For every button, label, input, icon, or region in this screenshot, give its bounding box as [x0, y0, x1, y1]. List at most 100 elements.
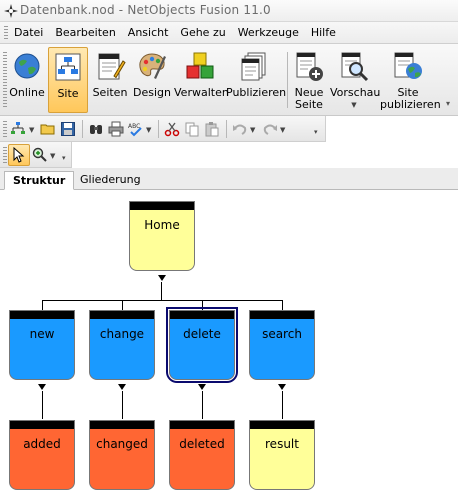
binoculars-icon[interactable] [88, 121, 104, 137]
expand-triangle-icon[interactable] [278, 384, 286, 390]
verwalten-button[interactable]: Verwalten [174, 47, 229, 113]
pointer-arrow-icon[interactable] [11, 147, 27, 163]
connector-line [282, 391, 283, 419]
page-node-changed[interactable]: changed [89, 420, 155, 490]
seiten-label: Seiten [92, 86, 128, 99]
connector-line [161, 282, 162, 300]
connector-line [42, 391, 43, 419]
paste-icon[interactable] [204, 121, 220, 137]
window-title: Datenbank.nod - NetObjects Fusion 11.0 [20, 3, 271, 17]
menubar-grip[interactable] [4, 25, 8, 40]
page-node-name: changed [96, 437, 148, 451]
connector-line [122, 300, 123, 310]
page-node-name: result [265, 437, 299, 451]
page-node-name: delete [183, 327, 221, 341]
page-node-name: change [99, 327, 145, 341]
neue-seite-button[interactable]: Neue Seite [292, 47, 326, 113]
menu-hilfe[interactable]: Hilfe [310, 26, 336, 39]
cut-icon[interactable] [164, 121, 180, 137]
site-structure-icon [52, 51, 84, 83]
publizieren-button[interactable]: Publizieren [226, 47, 287, 113]
palette-icon [136, 50, 168, 82]
vorschau-label: Vorschau [330, 86, 381, 99]
toolbar-separator [287, 52, 288, 108]
tab-gliederung[interactable]: Gliederung [80, 173, 141, 186]
site-button[interactable]: Site [48, 47, 88, 113]
page-node-result[interactable]: result [249, 420, 315, 490]
tools-toolbar-overflow[interactable]: ▾ [62, 154, 66, 162]
toolbar-overflow-arrow[interactable]: ▾ [446, 99, 451, 108]
online-button[interactable]: Online [8, 47, 46, 113]
standard-toolbar-grip[interactable] [3, 121, 7, 137]
menu-gehe-zu[interactable]: Gehe zu [180, 26, 226, 39]
page-node-delete[interactable]: delete [166, 307, 238, 383]
menu-bar: Datei Bearbeiten Ansicht Gehe zu Werkzeu… [0, 22, 458, 44]
vorschau-dropdown-arrow[interactable]: ▼ [351, 101, 357, 109]
expand-triangle-icon[interactable] [158, 275, 166, 281]
page-node-deleted[interactable]: deleted [169, 420, 235, 490]
neue-seite-label: Neue Seite [294, 86, 324, 111]
redo-icon[interactable] [262, 121, 278, 137]
tab-struktur[interactable]: Struktur [4, 171, 75, 190]
open-folder-icon[interactable] [40, 121, 56, 137]
undo-dropdown-arrow[interactable]: ▼ [250, 126, 256, 134]
online-label: Online [9, 86, 45, 99]
toolbar-separator [226, 120, 227, 138]
preview-icon [338, 50, 370, 82]
page-node-header [250, 311, 314, 319]
menu-ansicht[interactable]: Ansicht [127, 26, 169, 39]
spellcheck-dropdown-arrow[interactable]: ▼ [146, 126, 152, 134]
zoom-dropdown-arrow[interactable]: ▼ [50, 152, 56, 160]
page-node-home[interactable]: Home [129, 201, 195, 271]
tools-toolbar: ▼ ▾ [0, 142, 72, 168]
page-node-header [90, 421, 154, 429]
site-structure-canvas[interactable]: Home new change delete search added chan… [0, 191, 458, 501]
toolbar-grip[interactable] [3, 52, 7, 108]
vorschau-button[interactable]: Vorschau ▼ [330, 47, 381, 113]
page-node-header [10, 311, 74, 319]
menu-bearbeiten[interactable]: Bearbeiten [55, 26, 116, 39]
spellcheck-icon[interactable]: ABC [128, 121, 144, 137]
main-toolbar: Online Site Seiten [0, 44, 458, 116]
page-node-change[interactable]: change [89, 310, 155, 380]
site-structure-small-icon[interactable] [10, 121, 26, 137]
expand-triangle-icon[interactable] [38, 384, 46, 390]
design-button[interactable]: Design [132, 47, 172, 113]
design-label: Design [133, 86, 171, 99]
page-node-header [170, 311, 234, 319]
menu-datei[interactable]: Datei [14, 26, 44, 39]
page-node-name: added [23, 437, 61, 451]
expand-triangle-icon[interactable] [118, 384, 126, 390]
globe-icon [11, 50, 43, 82]
zoom-icon[interactable] [32, 147, 48, 163]
verwalten-label: Verwalten [174, 86, 229, 99]
toolbar-separator [82, 120, 83, 138]
expand-triangle-icon[interactable] [198, 384, 206, 390]
publish-stack-icon [238, 50, 270, 82]
page-node-search[interactable]: search [249, 310, 315, 380]
app-logo-icon [3, 3, 19, 19]
page-node-name: deleted [179, 437, 225, 451]
page-node-header [170, 421, 234, 429]
page-node-new[interactable]: new [9, 310, 75, 380]
publizieren-label: Publizieren [226, 86, 287, 99]
blocks-icon [184, 50, 216, 82]
site-publizieren-label: Site publizieren [380, 86, 441, 111]
undo-icon[interactable] [232, 121, 248, 137]
site-publish-icon [392, 50, 424, 82]
seiten-button[interactable]: Seiten [92, 47, 128, 113]
connector-line [42, 300, 43, 310]
tools-toolbar-grip[interactable] [3, 147, 7, 163]
copy-icon[interactable] [184, 121, 200, 137]
page-node-header [130, 202, 194, 210]
page-node-name: search [262, 327, 302, 341]
structure-dropdown-arrow[interactable]: ▼ [29, 126, 35, 134]
site-publizieren-button[interactable]: Site publizieren [380, 47, 441, 113]
menu-werkzeuge[interactable]: Werkzeuge [237, 26, 299, 39]
standard-toolbar-overflow[interactable]: ▾ [314, 128, 318, 136]
page-node-added[interactable]: added [9, 420, 75, 490]
redo-dropdown-arrow[interactable]: ▼ [280, 126, 286, 134]
save-icon[interactable] [60, 121, 76, 137]
print-icon[interactable] [108, 121, 124, 137]
connector-line [202, 391, 203, 419]
